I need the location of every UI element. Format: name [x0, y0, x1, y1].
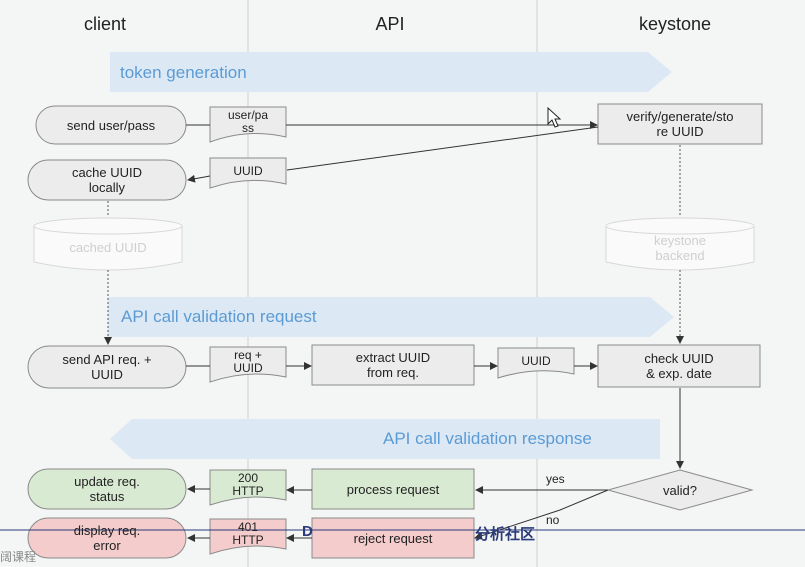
req-uuid-doc-shape [209, 346, 287, 383]
cache-uuid-shape [27, 159, 187, 201]
extract-uuid-shape [311, 344, 475, 386]
cached-uuid-node: cached UUID [69, 239, 147, 255]
user-pass-doc-shape [209, 106, 287, 143]
http-200-doc: 200 HTTP [232, 471, 264, 498]
column-header-api: API [375, 14, 405, 34]
keystone-backend-cylinder [605, 217, 755, 271]
cache-uuid-node: cache UUID locally [71, 165, 143, 195]
valid-node: valid? [663, 482, 697, 498]
cached-uuid-cylinder [33, 217, 183, 271]
banner-token-generation [110, 52, 672, 92]
uuid-doc-2-shape [497, 347, 575, 379]
send-api-req-shape [27, 345, 187, 389]
http-401-doc-shape [209, 518, 287, 555]
http-401-doc: 401 HTTP [232, 520, 264, 547]
banner-validation-response [110, 419, 660, 459]
verify-generate-store-shape [597, 103, 763, 145]
keystone-backend-node: keystone backend [653, 233, 707, 263]
user-pass-doc: user/pa ss [227, 108, 269, 135]
edge-label-no: no [546, 513, 560, 527]
verify-generate-store-node: verify/generate/sto re UUID [626, 109, 734, 139]
column-header-keystone: keystone [638, 14, 712, 34]
process-request-shape [311, 468, 475, 510]
update-req-status-shape [27, 468, 187, 510]
watermark-right: 分析社区 [475, 526, 536, 543]
display-req-error-shape [27, 517, 187, 559]
reject-request-shape [311, 517, 475, 559]
banner-validation-response-label: API call validation response [383, 429, 592, 448]
watermark-corner: 阔课程 [0, 550, 37, 564]
check-uuid-node: check UUID & exp. date [644, 351, 714, 381]
uuid-doc-1: UUID [233, 163, 263, 178]
uuid-doc-1-shape [209, 157, 287, 189]
req-uuid-doc: req + UUID [233, 348, 263, 375]
edge-verify-to-uuid-doc [286, 126, 599, 171]
valid-diamond-shape [606, 469, 754, 511]
banner-validation-request-label: API call validation request [121, 307, 317, 326]
process-request-node: process request [346, 481, 440, 497]
check-uuid-shape [597, 344, 761, 388]
banner-token-generation-label: token generation [120, 63, 247, 82]
reject-request-node: reject request [353, 530, 433, 546]
update-req-status-node: update req. status [74, 474, 140, 504]
banner-validation-request [108, 297, 674, 337]
display-req-error-node: display req. error [73, 523, 141, 553]
column-header-client: client [83, 14, 127, 34]
edge-valid-no [474, 489, 609, 540]
send-user-pass-node: send user/pass [66, 117, 156, 133]
edge-label-yes: yes [546, 472, 565, 486]
edge-uuid-doc-to-cache [187, 174, 211, 183]
watermark-left: D [302, 523, 313, 540]
send-api-req-node: send API req. + UUID [62, 352, 152, 382]
mouse-cursor-icon [547, 106, 562, 128]
http-200-doc-shape [209, 469, 287, 506]
extract-uuid-node: extract UUID from req. [355, 350, 431, 380]
uuid-doc-2: UUID [521, 353, 551, 368]
